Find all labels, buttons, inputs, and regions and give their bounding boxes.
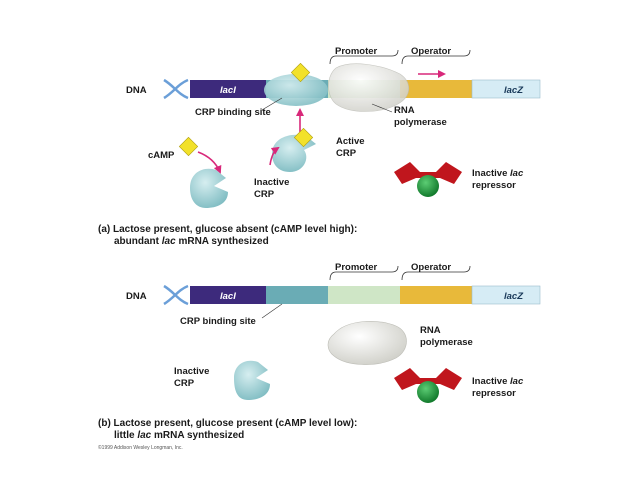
promoter-bracket bbox=[329, 49, 399, 65]
lactose-ball-icon bbox=[417, 381, 439, 403]
inactive-crp-label-2: CRP bbox=[254, 189, 275, 200]
crp-binding-site-label: CRP binding site bbox=[180, 316, 256, 327]
caption-a-line-1: (a) Lactose present, glucose absent (cAM… bbox=[98, 224, 357, 235]
lacz-gene-label: lacZ bbox=[504, 291, 524, 302]
rna-polymerase-free bbox=[327, 321, 407, 365]
dna-helix-icon bbox=[163, 78, 189, 100]
inactive-repressor-label-2: repressor bbox=[472, 388, 516, 399]
laci-gene-segment bbox=[190, 286, 266, 304]
inactive-repressor-label-1: Inactive lac bbox=[472, 376, 524, 387]
active-crp-bound bbox=[264, 74, 328, 106]
camp-on-crp-icon bbox=[293, 127, 314, 148]
inactive-crp bbox=[234, 360, 270, 400]
panel-b: DNA lacI lacZ Promoter Operator CRP bind… bbox=[98, 262, 541, 441]
inactive-crp-label-2: CRP bbox=[174, 378, 195, 389]
inactive-crp bbox=[190, 168, 228, 208]
activation-arrow bbox=[269, 146, 280, 166]
laci-gene-label: lacI bbox=[220, 85, 236, 96]
inactive-crp-label-1: Inactive bbox=[254, 177, 289, 188]
rna-polymerase-bound bbox=[328, 63, 410, 112]
rna-polymerase-leader bbox=[371, 103, 393, 113]
operator-segment bbox=[400, 286, 472, 304]
rna-polymerase-label-2: polymerase bbox=[394, 117, 447, 128]
inactive-repressor bbox=[394, 162, 462, 197]
dna-helix-icon bbox=[163, 284, 189, 306]
operator-bracket bbox=[401, 265, 471, 281]
inactive-crp-label-1: Inactive bbox=[174, 366, 209, 377]
camp-icon bbox=[178, 136, 199, 157]
crp-binding-site-label: CRP binding site bbox=[195, 107, 271, 118]
promoter-label: Promoter bbox=[335, 262, 378, 273]
crp-site-leader bbox=[261, 97, 283, 111]
operator-segment bbox=[400, 80, 472, 98]
promoter-segment bbox=[328, 286, 400, 304]
operator-label: Operator bbox=[411, 262, 451, 273]
operator-label: Operator bbox=[411, 46, 451, 57]
camp-binding-arrow bbox=[197, 151, 222, 174]
inactive-repressor bbox=[394, 368, 462, 403]
rna-polymerase-label-1: RNA bbox=[420, 325, 441, 336]
lacz-gene-segment bbox=[471, 79, 541, 99]
caption-a-line-2: abundant lac mRNA synthesized bbox=[114, 236, 269, 247]
inactive-repressor-label-1: Inactive lac bbox=[472, 168, 524, 179]
lacz-gene-segment bbox=[471, 285, 541, 305]
laci-gene-segment bbox=[190, 80, 266, 98]
lactose-ball-icon bbox=[417, 175, 439, 197]
dna-label: DNA bbox=[126, 85, 147, 96]
promoter-bracket bbox=[329, 265, 399, 281]
panel-a: DNA lacI lacZ Promoter Operator CRP bind… bbox=[98, 46, 541, 247]
crp-site-leader bbox=[261, 303, 283, 319]
dna-label: DNA bbox=[126, 291, 147, 302]
rna-polymerase-label-1: RNA bbox=[394, 105, 415, 116]
caption-b-line-2: little lac mRNA synthesized bbox=[114, 430, 244, 441]
crp-binding-site-segment bbox=[266, 286, 328, 304]
promoter-label: Promoter bbox=[335, 46, 378, 57]
lacz-gene-label: lacZ bbox=[504, 85, 524, 96]
copyright-notice: ©1999 Addison Wesley Longman, Inc. bbox=[98, 444, 183, 451]
operator-bracket bbox=[401, 49, 471, 65]
active-crp-label-1: Active bbox=[336, 136, 365, 147]
laci-gene-label: lacI bbox=[220, 291, 236, 302]
caption-b-line-1: (b) Lactose present, glucose present (cA… bbox=[98, 418, 357, 429]
inactive-repressor-label-2: repressor bbox=[472, 180, 516, 191]
camp-bound-icon bbox=[290, 62, 311, 83]
rna-polymerase-label-2: polymerase bbox=[420, 337, 473, 348]
camp-label: cAMP bbox=[148, 150, 175, 161]
active-crp-label-2: CRP bbox=[336, 148, 357, 159]
